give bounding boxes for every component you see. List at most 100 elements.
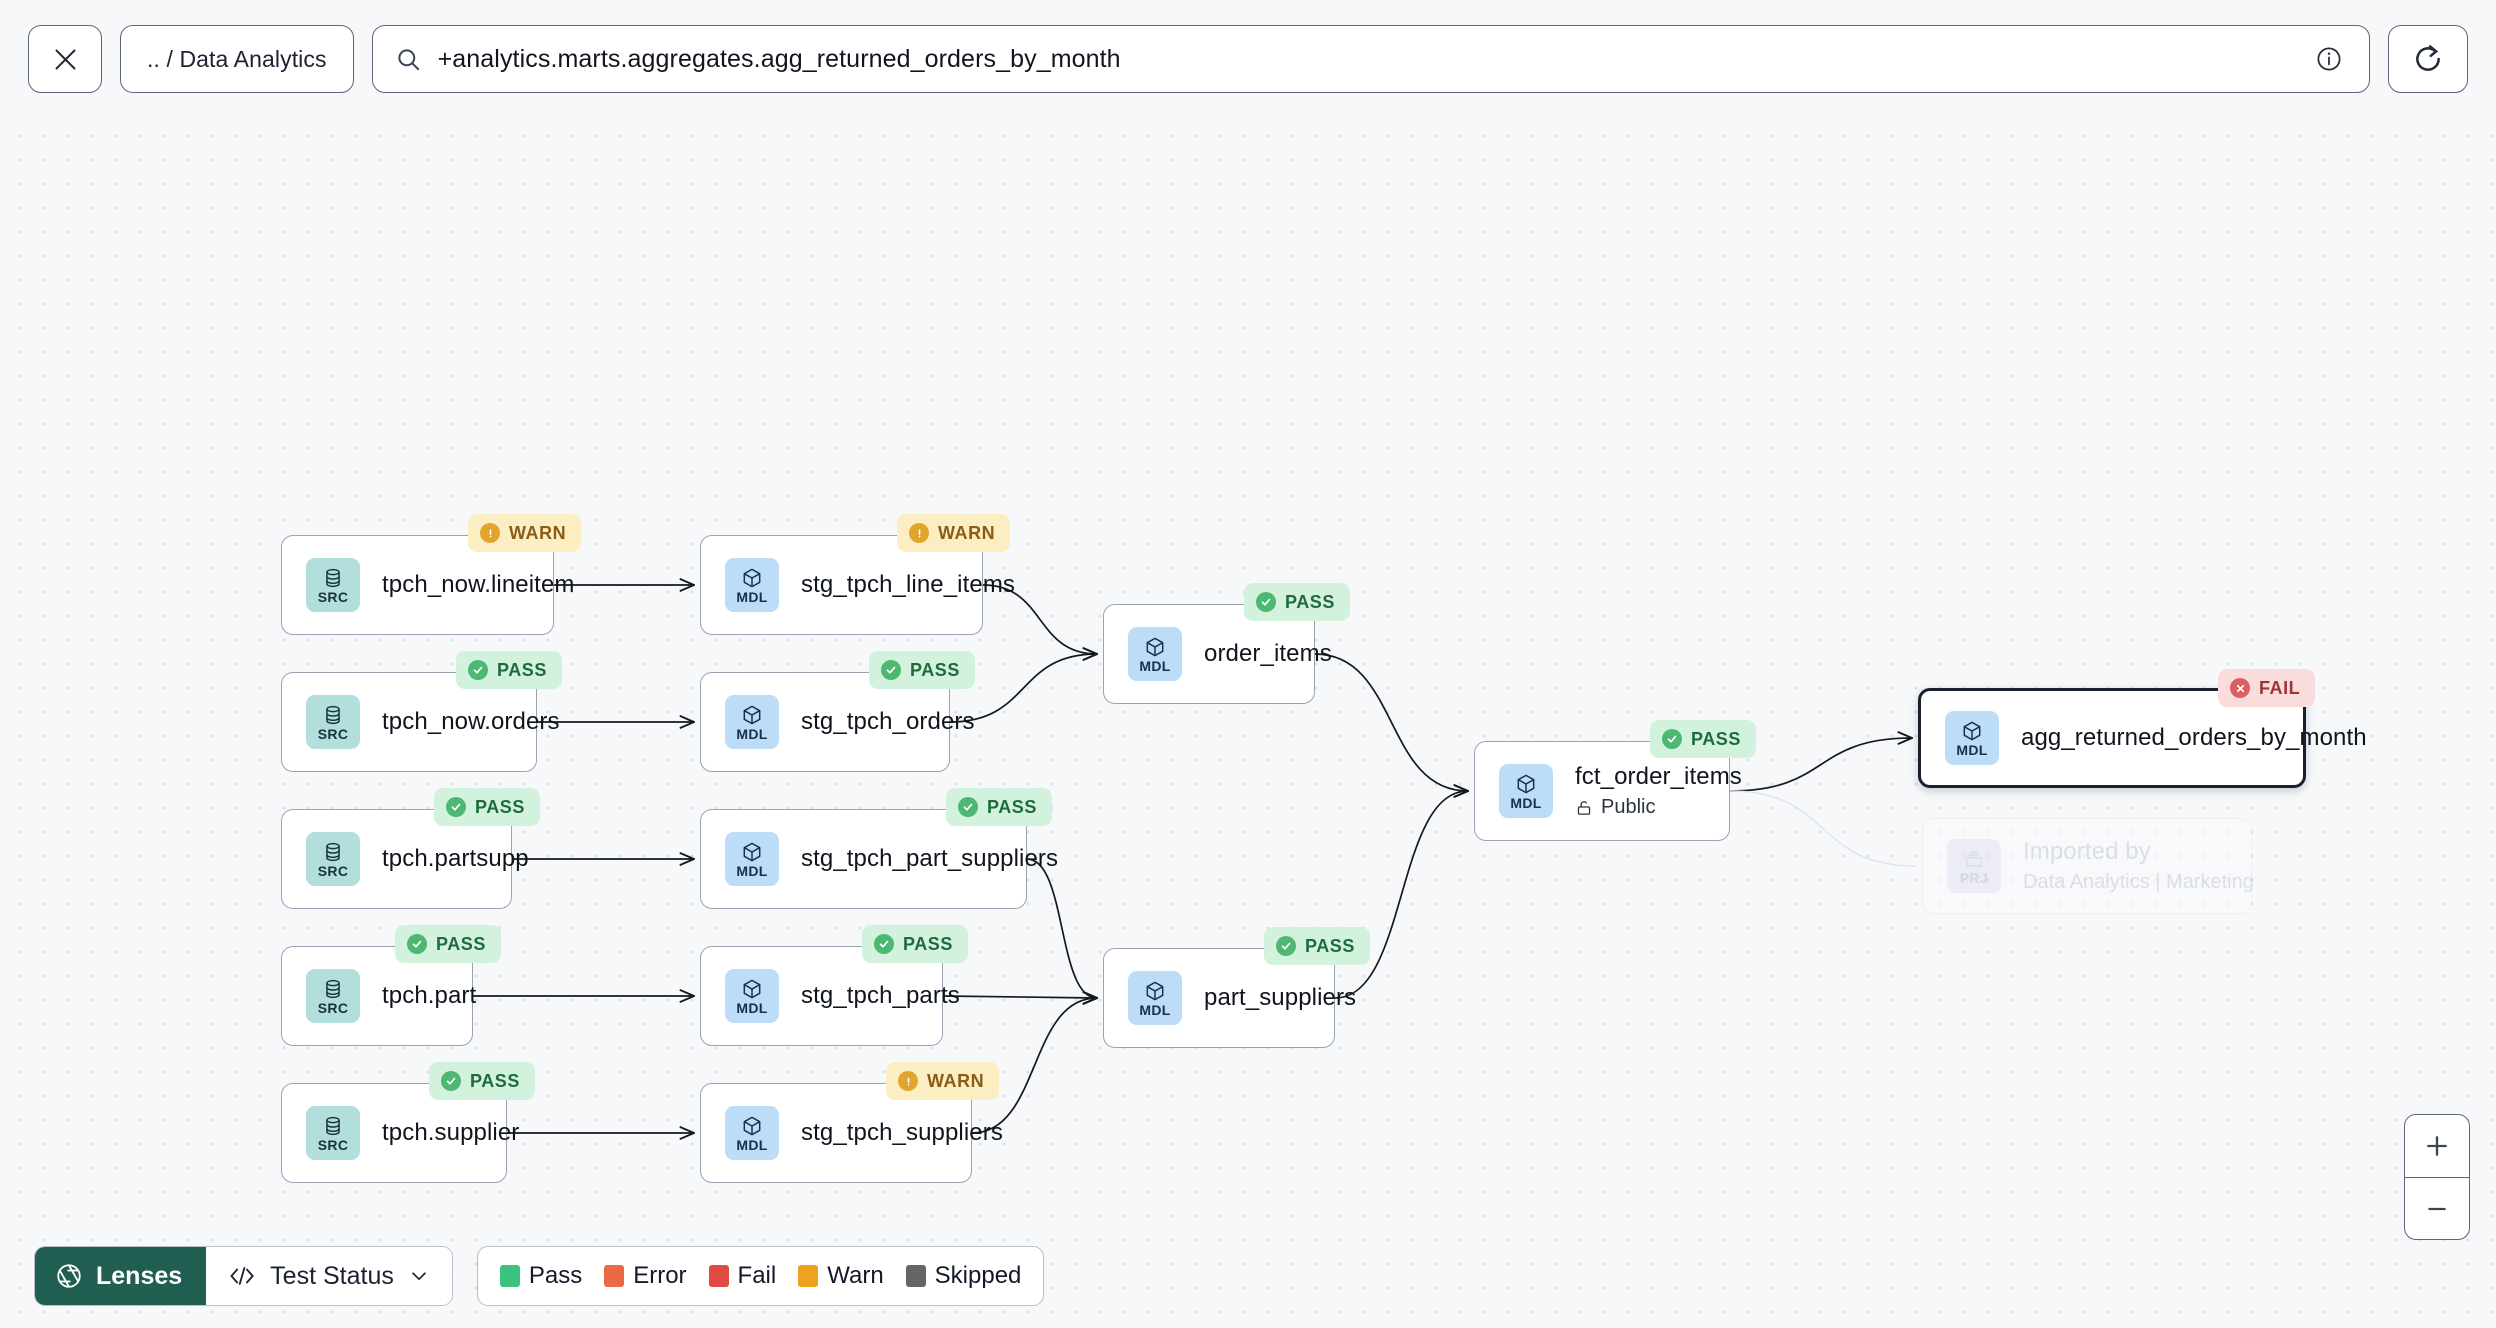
node-body: tpch.supplier — [382, 1119, 520, 1147]
node-title: stg_tpch_parts — [801, 982, 960, 1009]
status-badge-pass[interactable]: PASS — [456, 651, 562, 689]
cube-icon — [743, 979, 761, 998]
lenses-button[interactable]: Lenses — [35, 1247, 207, 1305]
database-icon — [326, 705, 340, 724]
status-badge-pass[interactable]: PASS — [434, 788, 540, 826]
lineage-node-stg_tpch_line_items[interactable]: MDL stg_tpch_line_items WARN — [700, 514, 1016, 635]
node-title: agg_returned_orders_by_month — [2021, 724, 2367, 751]
check-icon — [446, 1077, 456, 1085]
legend-swatch — [604, 1265, 625, 1287]
node-subtitle: Data Analytics | Marketing — [2023, 871, 2254, 893]
status-badge-warn[interactable]: WARN — [468, 514, 582, 552]
status-badge-pass[interactable]: PASS — [946, 788, 1052, 826]
edge-part_suppliers-to-fct_order_items — [1334, 791, 1468, 999]
status-label: PASS — [910, 659, 960, 680]
status-badge-pass[interactable]: PASS — [1264, 927, 1370, 965]
status-dot — [407, 934, 427, 954]
check-icon — [1281, 942, 1291, 950]
legend-swatch — [708, 1265, 729, 1287]
node-type-label: MDL — [1956, 741, 1988, 758]
node-type-badge-mdl: MDL — [1499, 764, 1553, 818]
status-badge-pass[interactable]: PASS — [869, 651, 975, 689]
info-icon[interactable] — [2315, 45, 2343, 73]
status-badge-pass[interactable]: PASS — [429, 1062, 535, 1100]
node-type-badge-mdl: MDL — [1128, 627, 1182, 681]
status-badge-fail[interactable]: FAIL — [2218, 669, 2316, 707]
node-title: tpch.part — [382, 982, 477, 1009]
node-type-badge-mdl: MDL — [725, 558, 779, 612]
test-status-label: Test Status — [270, 1261, 394, 1290]
status-dot — [1662, 729, 1682, 749]
node-type-label: MDL — [1139, 657, 1171, 674]
breadcrumb[interactable]: .. / Data Analytics — [120, 25, 354, 93]
node-body: stg_tpch_part_suppliers — [801, 845, 1058, 873]
zoom-out-button[interactable] — [2405, 1177, 2469, 1239]
legend-label: Skipped — [934, 1262, 1022, 1289]
status-dot — [881, 660, 901, 680]
close-button[interactable] — [28, 25, 102, 93]
lineage-node-stg_tpch_parts[interactable]: MDL stg_tpch_parts PASS — [700, 925, 968, 1046]
status-badge-warn[interactable]: WARN — [897, 514, 1011, 552]
status-label: PASS — [475, 796, 525, 817]
status-label: PASS — [1691, 728, 1741, 749]
test-status-dropdown[interactable]: Test Status — [206, 1247, 452, 1305]
check-icon — [473, 666, 483, 674]
legend-item-fail[interactable]: Fail — [708, 1262, 776, 1290]
node-title: order_items — [1204, 640, 1332, 667]
node-type-label: SRC — [317, 999, 349, 1016]
legend-item-pass[interactable]: Pass — [499, 1262, 582, 1290]
lineage-node-agg_returned_orders_by_month[interactable]: MDL agg_returned_orders_by_month FAIL — [1918, 669, 2367, 788]
legend-label: Error — [633, 1262, 687, 1289]
zoom-controls — [2404, 1114, 2470, 1240]
node-body: tpch.partsupp — [382, 845, 529, 873]
legend-item-warn[interactable]: Warn — [798, 1262, 884, 1290]
lineage-node-imported_by_project[interactable]: PRJ Imported by Data Analytics | Marketing — [1922, 818, 2254, 914]
node-body: stg_tpch_suppliers — [801, 1119, 1003, 1147]
node-type-badge-mdl: MDL — [725, 969, 779, 1023]
status-badge-pass[interactable]: PASS — [1650, 720, 1756, 758]
lineage-node-tpch_part[interactable]: SRC tpch.part PASS — [281, 925, 501, 1046]
legend-label: Warn — [827, 1262, 884, 1289]
edge-order_items-to-fct_order_items — [1314, 653, 1468, 791]
node-body: tpch_now.lineitem — [382, 571, 575, 599]
search-input[interactable]: +analytics.marts.aggregates.agg_returned… — [371, 25, 2370, 93]
legend-item-skipped[interactable]: Skipped — [905, 1262, 1022, 1290]
lineage-node-tpch_partsupp[interactable]: SRC tpch.partsupp PASS — [281, 788, 540, 909]
node-title: tpch_now.lineitem — [382, 571, 575, 598]
edge-stg_tpch_part_suppliers-to-part_suppliers — [1026, 858, 1097, 998]
status-label: WARN — [509, 522, 567, 543]
status-dot — [1276, 936, 1296, 956]
status-badge-warn[interactable]: WARN — [886, 1062, 1000, 1100]
refresh-button[interactable] — [2388, 25, 2468, 93]
node-body: stg_tpch_parts — [801, 982, 960, 1010]
node-title: tpch.supplier — [382, 1119, 520, 1146]
status-label: PASS — [987, 796, 1037, 817]
check-icon — [1261, 598, 1271, 606]
lineage-node-order_items[interactable]: MDL order_items PASS — [1103, 583, 1350, 704]
zoom-in-button[interactable] — [2405, 1115, 2469, 1177]
status-label: PASS — [903, 933, 953, 954]
node-title: stg_tpch_line_items — [801, 571, 1016, 598]
cube-icon — [743, 568, 761, 587]
legend-item-error[interactable]: Error — [604, 1262, 687, 1290]
status-dot — [480, 523, 500, 543]
lenses-label: Lenses — [96, 1261, 183, 1290]
node-type-label: SRC — [317, 725, 349, 742]
node-title: Imported by — [2023, 838, 2151, 865]
status-badge-pass[interactable]: PASS — [862, 925, 968, 963]
status-badge-pass[interactable]: PASS — [1244, 583, 1350, 621]
node-type-label: PRJ — [1959, 869, 1989, 886]
status-badge-pass[interactable]: PASS — [395, 925, 501, 963]
status-label: WARN — [938, 522, 996, 543]
node-type-label: SRC — [317, 862, 349, 879]
